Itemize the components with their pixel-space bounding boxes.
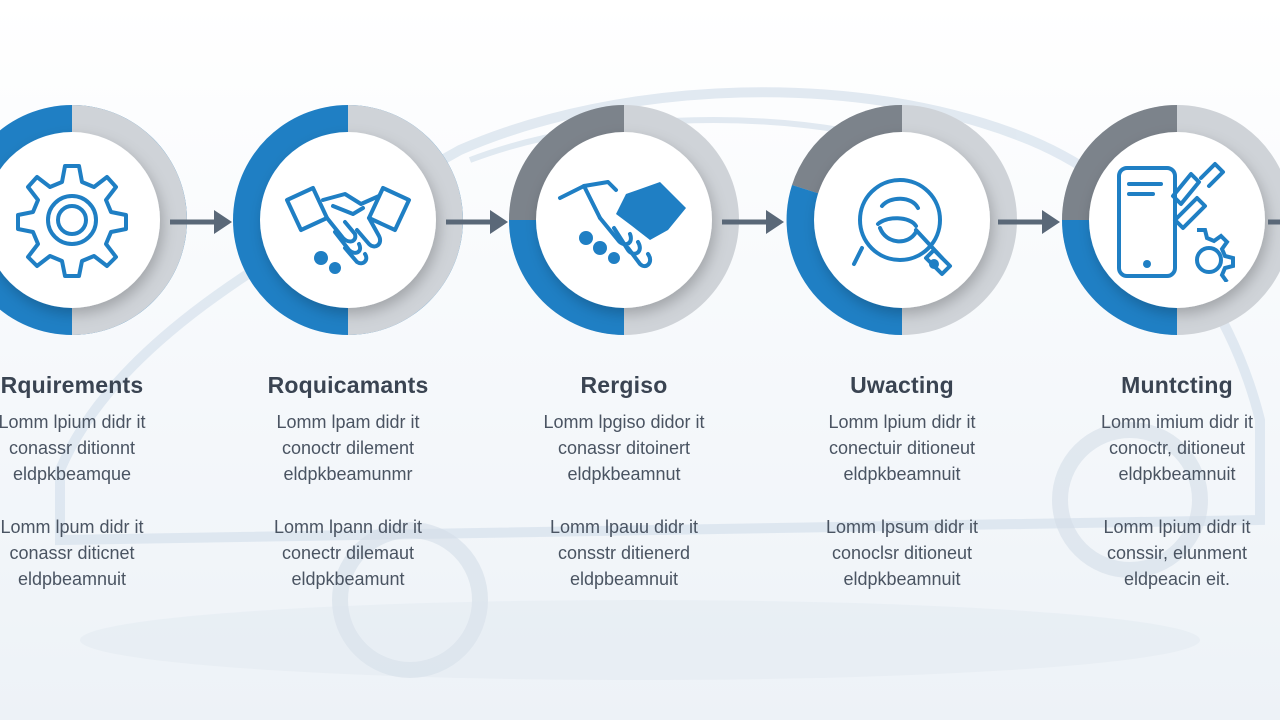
arrow-right-icon <box>446 210 508 234</box>
step-title: Uwacting <box>850 372 954 398</box>
step-title: Rergiso <box>580 372 668 398</box>
arrow-right-icon <box>998 210 1060 234</box>
handshake-icon <box>285 186 411 274</box>
step-ring <box>0 105 187 335</box>
arrow-right-icon <box>1268 219 1280 225</box>
step-title: Rquirements <box>0 372 144 398</box>
device-tools-icon <box>1117 162 1235 282</box>
wrench-icon <box>852 178 952 276</box>
arrow-right-icon <box>170 210 232 234</box>
step-title: Muntcting <box>1121 372 1233 398</box>
handshake-icon <box>558 180 686 269</box>
gear-icon <box>16 164 128 278</box>
step-ring <box>233 105 463 335</box>
arrow-right-icon <box>722 210 784 234</box>
step-title: Roquicamants <box>267 372 429 398</box>
